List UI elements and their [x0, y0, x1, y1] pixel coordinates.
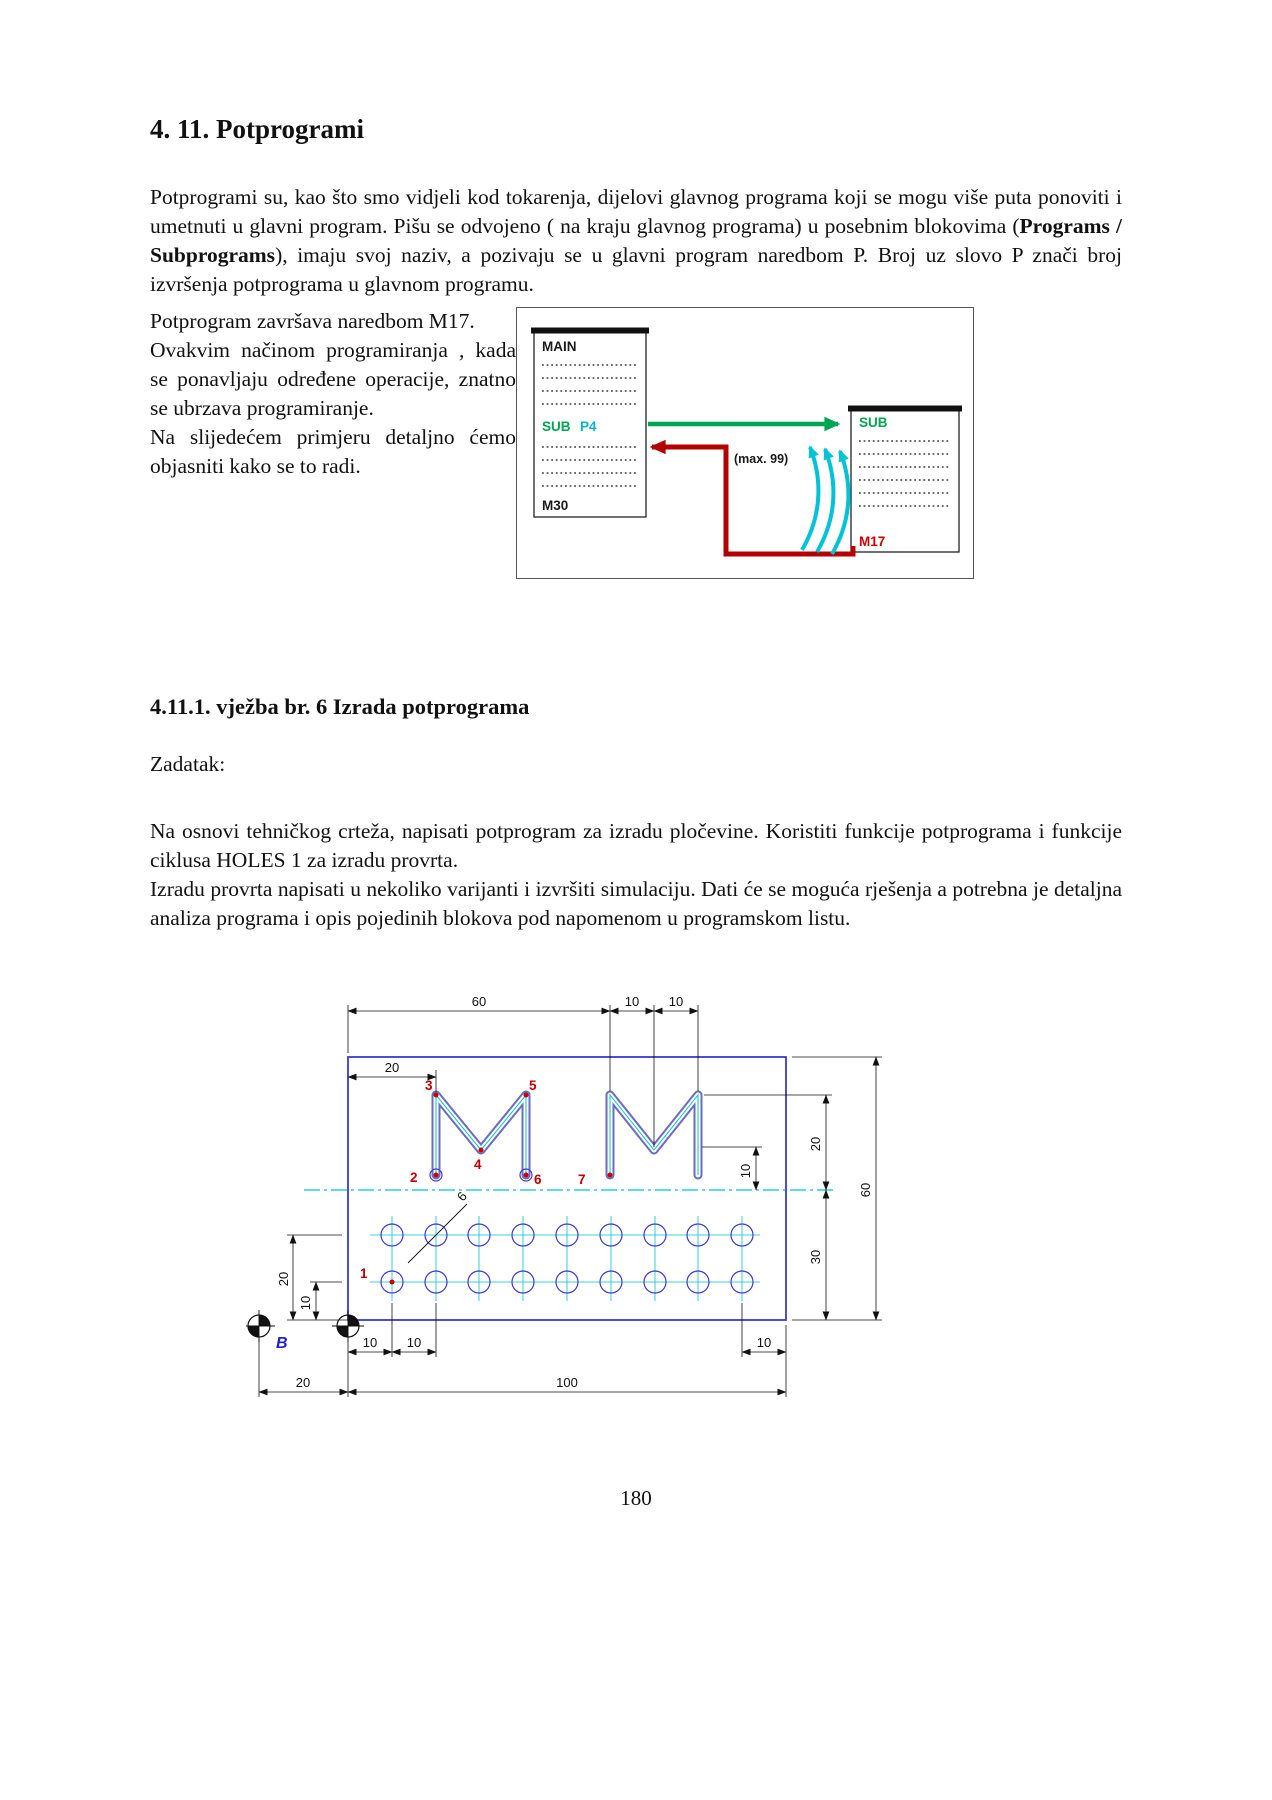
sub-call-keyword: SUB [542, 419, 571, 434]
dim-top-10b: 10 [669, 995, 683, 1009]
sub-program-end: M17 [859, 534, 885, 549]
sub-program-title: SUB [859, 415, 888, 430]
section-heading: 4. 11. Potprogrami [150, 114, 364, 144]
datum-target-corner-icon [332, 1310, 364, 1343]
dim-right-60: 60 [858, 1183, 873, 1197]
paragraph-intro: Potprogrami su, kao što smo vidjeli kod … [150, 183, 1122, 299]
hole-grid [380, 1223, 754, 1294]
dim-right-30: 30 [808, 1250, 823, 1264]
point-label-3: 3 [425, 1078, 433, 1093]
dim-bottom-10a: 10 [363, 1335, 377, 1350]
technical-drawing: 1 2 3 4 5 6 7 6 [246, 994, 1122, 1440]
main-program-lines-2 [542, 446, 638, 487]
dim-bottom-20: 20 [296, 1375, 310, 1390]
dim-right-10: 10 [738, 1164, 753, 1178]
point-label-5: 5 [529, 1078, 537, 1093]
paragraph-example-note: Na slijedećem primjeru detaljno ćemo obj… [150, 425, 516, 479]
document-page: 4. 11. Potprogrami Potprogrami su, kao š… [150, 114, 1122, 1511]
datum-label-b: B [276, 1335, 288, 1352]
return-arrow-icon [649, 439, 856, 557]
left-text-column: Potprogram završava naredbom M17. Ovakvi… [150, 307, 516, 481]
paragraph-intro-pre: Potprogrami su, kao što smo vidjeli kod … [150, 185, 1122, 239]
paragraph-intro-post: ), imaju svoj naziv, a pozivaju se u gla… [150, 243, 1122, 297]
point-label-4: 4 [474, 1157, 482, 1172]
repeat-arrows-icon [800, 445, 851, 556]
dim-bottom-100: 100 [556, 1375, 578, 1390]
main-program-title: MAIN [542, 339, 577, 354]
task-paragraph-b: Izradu provrta napisati u nekoliko varij… [150, 877, 1122, 931]
task-label: Zadatak: [150, 752, 226, 777]
point-label-1: 1 [360, 1266, 368, 1281]
main-program-block: MAIN SUB P4 M30 [531, 327, 649, 518]
paragraph-intro-bold-term: Programs / Subprograms [150, 214, 1122, 268]
dim-top-60: 60 [472, 995, 486, 1009]
dim-left-10: 10 [298, 1296, 313, 1310]
datum-target-icon [246, 1310, 275, 1343]
text-and-diagram-row: Potprogram završava naredbom M17. Ovakvi… [150, 307, 1122, 584]
centerlines [304, 1189, 836, 1302]
dim-left-20: 20 [276, 1272, 291, 1286]
point-label-2: 2 [410, 1170, 418, 1185]
dim-top-10a: 10 [625, 995, 639, 1009]
task-paragraph-a: Na osnovi tehničkog crteža, napisati pot… [150, 819, 1122, 873]
paragraph-benefit: Ovakvim načinom programiranja , kada se … [150, 338, 516, 421]
subprogram-flow-diagram: MAIN SUB P4 M30 [516, 307, 974, 584]
extension-lines [258, 1005, 882, 1398]
workpiece-outline [347, 1056, 787, 1321]
sub-call-count: P4 [580, 419, 597, 434]
point-label-7: 7 [578, 1172, 586, 1187]
dim-top-left-20: 20 [385, 1060, 399, 1075]
paragraph-subprogram-end: Potprogram završava naredbom M17. [150, 309, 475, 334]
point-label-6: 6 [534, 1172, 542, 1187]
dim-bottom-10b: 10 [407, 1335, 421, 1350]
hole-diameter-callout: 6 [407, 1189, 470, 1264]
dim-right-20: 20 [808, 1137, 823, 1151]
technical-drawing-svg: 1 2 3 4 5 6 7 6 [246, 994, 882, 1398]
letter-m-toolpath-2 [605, 1090, 703, 1180]
hole-diameter-value: 6 [454, 1189, 470, 1204]
exercise-heading: 4.11.1. vježba br. 6 Izrada potprograma [150, 694, 530, 720]
main-program-end: M30 [542, 498, 568, 513]
max-repeat-note: (max. 99) [734, 452, 788, 466]
sub-program-lines [859, 440, 951, 507]
reference-points [389, 1092, 613, 1285]
main-program-lines [542, 364, 638, 405]
dimension-lines [258, 1007, 880, 1396]
sub-program-block: SUB M17 [848, 405, 962, 553]
page-number: 180 [620, 1486, 652, 1511]
subprogram-flow-diagram-svg: MAIN SUB P4 M30 [516, 307, 974, 580]
dim-bottom-10c: 10 [757, 1335, 771, 1350]
task-description: Na osnovi tehničkog crteža, napisati pot… [150, 817, 1122, 933]
